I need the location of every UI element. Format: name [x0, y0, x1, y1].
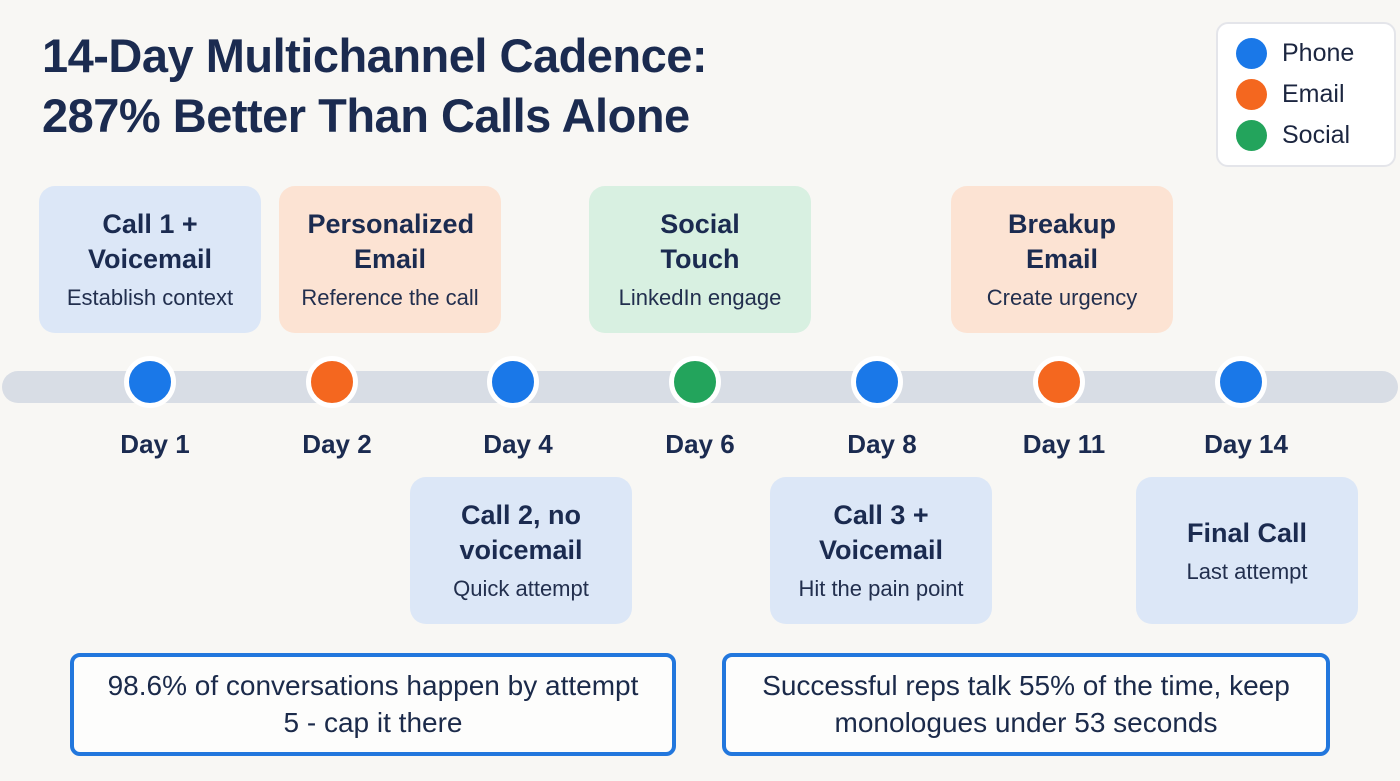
- timeline-dot-day2: [306, 356, 358, 408]
- step-card-title: Personalized Email: [307, 209, 475, 275]
- callout-attempt-cap: 98.6% of conversations happen by attempt…: [70, 653, 676, 756]
- day-label-14: Day 14: [1204, 429, 1288, 459]
- social-dot-icon: [1236, 120, 1267, 151]
- step-card-title: Breakup Email: [1007, 209, 1117, 275]
- step-card-title: Call 1 + Voicemail: [87, 209, 213, 275]
- timeline-dot-day14: [1215, 356, 1267, 408]
- timeline-dot-day4: [487, 356, 539, 408]
- step-card-day1: Call 1 + Voicemail Establish context: [39, 186, 261, 333]
- page-title: 14-Day Multichannel Cadence: 287% Better…: [42, 29, 708, 143]
- day-label-4: Day 4: [483, 429, 553, 459]
- timeline-dot-day6: [669, 356, 721, 408]
- timeline-dot-day11: [1033, 356, 1085, 408]
- callout-talk-time: Successful reps talk 55% of the time, ke…: [722, 653, 1330, 756]
- legend-label: Social: [1282, 121, 1351, 149]
- step-card-title: Call 3 + Voicemail: [818, 500, 944, 566]
- step-card-subtitle: Hit the pain point: [798, 576, 964, 602]
- day-label-11: Day 11: [1022, 429, 1106, 459]
- day-label-1: Day 1: [120, 429, 190, 459]
- callout-text: 98.6% of conversations happen by attempt…: [107, 670, 639, 738]
- legend-item-social: Social: [1236, 120, 1376, 151]
- step-card-day11: Breakup Email Create urgency: [951, 186, 1173, 333]
- step-card-subtitle: Create urgency: [986, 285, 1138, 311]
- step-card-subtitle: Quick attempt: [453, 576, 589, 602]
- step-card-subtitle: LinkedIn engage: [618, 285, 782, 311]
- step-card-title: Social Touch: [660, 209, 740, 275]
- step-card-day8: Call 3 + Voicemail Hit the pain point: [770, 477, 992, 624]
- timeline-dot-day1: [124, 356, 176, 408]
- step-card-subtitle: Reference the call: [301, 285, 479, 311]
- timeline-dot-day8: [851, 356, 903, 408]
- day-label-2: Day 2: [302, 429, 372, 459]
- step-card-day2: Personalized Email Reference the call: [279, 186, 501, 333]
- step-card-title: Call 2, no voicemail: [459, 500, 583, 566]
- legend-item-email: Email: [1236, 79, 1376, 110]
- step-card-day14: Final Call Last attempt: [1136, 477, 1358, 624]
- step-card-day6: Social Touch LinkedIn engage: [589, 186, 811, 333]
- legend-item-phone: Phone: [1236, 38, 1376, 69]
- step-card-day4: Call 2, no voicemail Quick attempt: [410, 477, 632, 624]
- day-label-6: Day 6: [665, 429, 735, 459]
- email-dot-icon: [1236, 79, 1267, 110]
- day-label-8: Day 8: [847, 429, 917, 459]
- step-card-subtitle: Last attempt: [1186, 558, 1308, 584]
- step-card-title: Final Call: [1186, 517, 1308, 548]
- legend-label: Phone: [1282, 39, 1355, 67]
- step-card-subtitle: Establish context: [66, 285, 234, 311]
- callout-text: Successful reps talk 55% of the time, ke…: [762, 670, 1290, 738]
- phone-dot-icon: [1236, 38, 1267, 69]
- legend-label: Email: [1282, 80, 1345, 108]
- channel-legend: Phone Email Social: [1216, 22, 1396, 167]
